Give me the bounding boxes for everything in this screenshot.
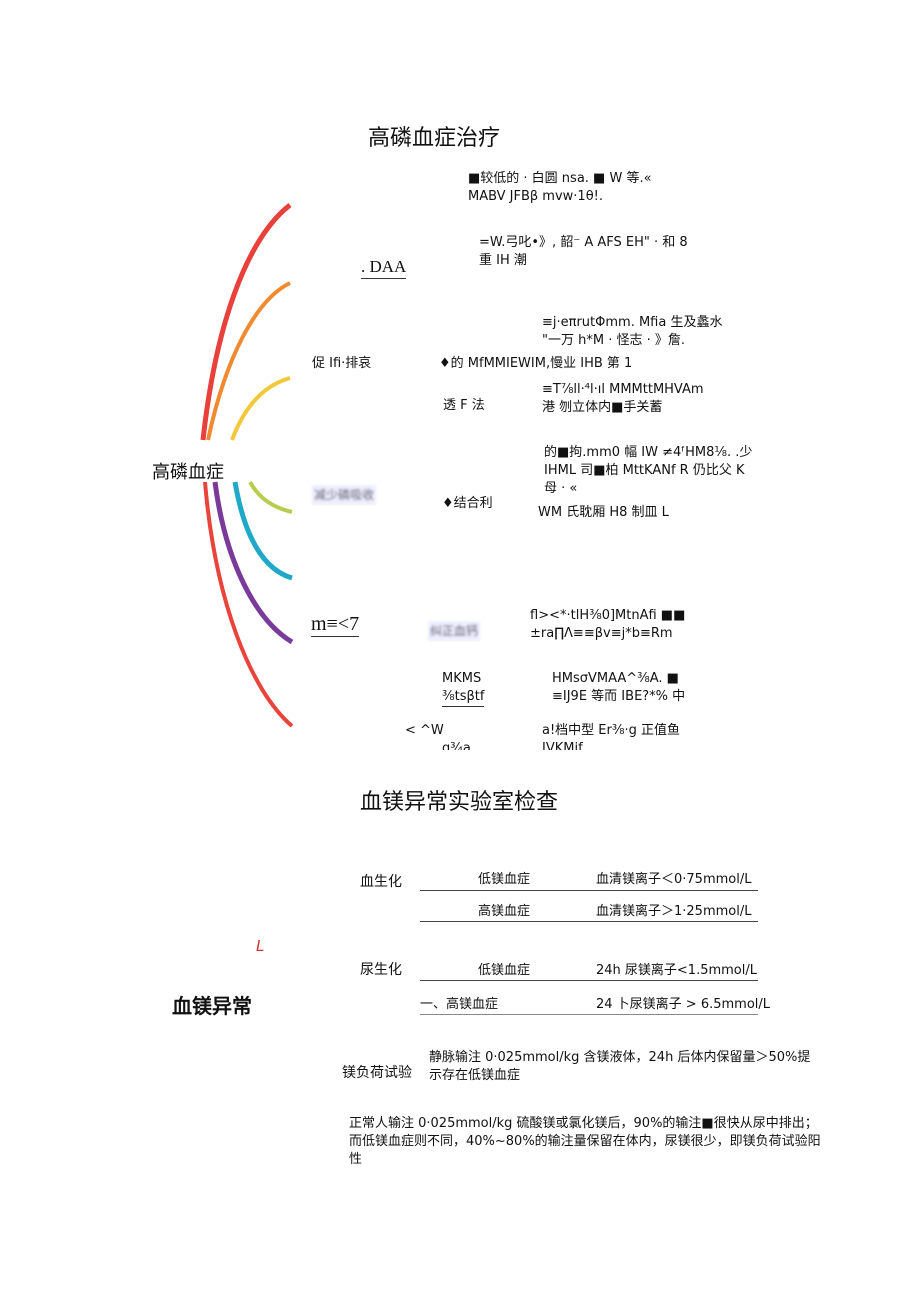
urine-row-low-value: 24h 尿镁离子<1.5mmol/L <box>596 963 757 978</box>
text-block: ≡j·eπrutΦmm. Mfia 生及蠡水"一万 h*M · 怪志 · 》詹. <box>542 315 723 348</box>
divider <box>420 890 758 891</box>
divider <box>420 921 758 922</box>
curve-purple <box>212 481 294 645</box>
blood-row-high-value: 血清镁离子＞1·25mmol/L <box>596 904 752 919</box>
text-block: WM 氏耽厢 H8 制皿 L <box>538 505 669 520</box>
section-title-hyperphosphatemia: 高磷血症治疗 <box>368 126 501 151</box>
curve-cyan <box>232 481 293 581</box>
curve-red-top <box>200 203 292 441</box>
mindmap-hyperphosphatemia: 高磷血症治疗 高磷血症 . DAA 促 Ifi·排哀 减少磷吸收 m≡<7 纠正… <box>152 126 753 750</box>
root-node-magnesium: 血镁异常 <box>172 994 252 1018</box>
load-test-text: 静脉输注 0·025mmol/kg 含镁液体，24h 后体内保留量＞50%提示存… <box>429 1050 811 1083</box>
blood-row-high-name: 高镁血症 <box>478 904 531 919</box>
branch-promote: 促 Ifi·排哀 <box>312 356 372 371</box>
curve-lime <box>248 480 293 514</box>
text-block: ■较低的 · 白圆 nsa. ■ W 等.«MABV JFBβ mvw·1θ!. <box>468 171 652 204</box>
text-block: 透 F 法 <box>443 398 485 413</box>
curve-orange <box>206 281 291 441</box>
branch-m7: m≡<7 <box>311 613 360 637</box>
curve-red-bottom <box>203 481 294 728</box>
text-block: ♦的 MfMMIEWIM,慢业 IHB 第 1 <box>439 356 633 371</box>
text-block: fl><*·tlH⅜0]MtnAfi ■■±ra∏Λ≡≡βv≡j*b≡Rm <box>530 608 686 641</box>
divider <box>420 980 758 981</box>
blood-label: 血生化 <box>360 874 402 890</box>
blood-row-low-name: 低镁血症 <box>478 872 531 887</box>
urine-row-high-name: 一、高镁血症 <box>420 997 499 1012</box>
divider <box>420 1014 758 1015</box>
branch-daa: . DAA <box>361 256 407 279</box>
mark-l: L <box>256 937 265 955</box>
root-node: 高磷血症 <box>152 462 224 483</box>
section-title-magnesium: 血镁异常实验室检查 <box>360 790 559 815</box>
note-paragraph: 正常人输注 0·025mmol/kg 硫酸镁或氯化镁后，90%的输注■很快从尿中… <box>349 1116 821 1167</box>
urine-label: 尿生化 <box>360 962 402 978</box>
branch-correct: 纠正血钙 <box>428 621 481 641</box>
branch-curves <box>200 203 294 728</box>
curve-yellow <box>230 376 291 441</box>
text-block: ♦结合利 <box>442 496 493 511</box>
urine-row-high-value: 24 卜尿镁离子 > 6.5mmol/L <box>596 997 771 1012</box>
urine-row-low-name: 低镁血症 <box>478 963 531 978</box>
branch-reduce: 减少磷吸收 <box>312 485 377 505</box>
load-test-label: 镁负荷试验 <box>342 1065 412 1081</box>
text-block: HMsσVMAA^⅜A. ■≡IJ9E 等而 IBE?*% 中 <box>552 671 686 704</box>
blood-row-low-value: 血清镁离子＜0·75mmol/L <box>596 872 752 887</box>
